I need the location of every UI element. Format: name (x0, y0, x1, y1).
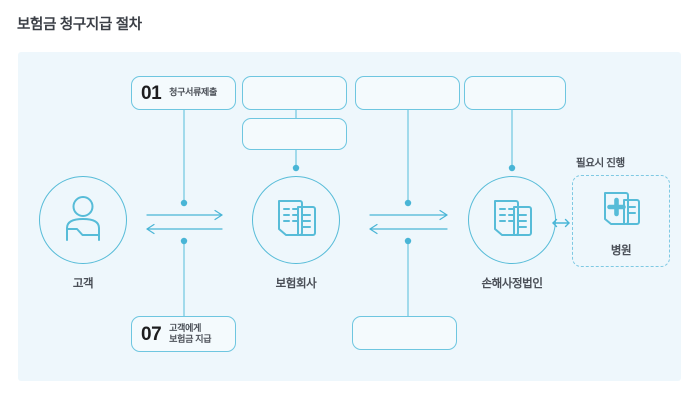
step-box-06[interactable] (352, 316, 457, 350)
step-number: 01 (141, 82, 162, 104)
step-label: 청구서류제출 (169, 87, 218, 98)
step-box-07[interactable]: 07 고객에게 보험금 지급 (131, 316, 236, 352)
actor-label: 보험회사 (275, 278, 317, 290)
actor-customer[interactable]: 고객 (39, 176, 127, 291)
documents-icon (488, 194, 536, 247)
diagram-panel (18, 52, 681, 381)
actor-label: 손해사정법인 (481, 278, 543, 290)
step-label: 고객에게 보험금 지급 (169, 322, 212, 344)
optional-caption: 필요시 진행 (576, 157, 625, 169)
documents-icon (272, 194, 320, 247)
hospital-icon (598, 188, 644, 237)
page-title: 보험금 청구지급 절차 (17, 17, 142, 33)
actor-insurer[interactable]: 보험회사 (252, 176, 340, 291)
optional-box[interactable]: 병원 (572, 175, 670, 267)
optional-label: 병원 (610, 245, 632, 257)
step-box-03[interactable] (242, 118, 347, 150)
step-box-04[interactable] (355, 76, 460, 110)
actor-circle (252, 176, 340, 264)
step-box-02[interactable] (242, 76, 347, 110)
actor-adjuster[interactable]: 손해사정법인 (468, 176, 556, 291)
bidirectional-arrow-icon (550, 217, 572, 231)
actor-circle (39, 176, 127, 264)
actor-circle (468, 176, 556, 264)
step-box-05[interactable] (464, 76, 566, 110)
step-box-01[interactable]: 01 청구서류제출 (131, 76, 236, 110)
person-icon (61, 195, 105, 246)
optional-hospital-group[interactable]: 필요시 진행 병원 (552, 157, 670, 267)
actor-label: 고객 (72, 278, 94, 290)
step-number: 07 (141, 323, 162, 345)
